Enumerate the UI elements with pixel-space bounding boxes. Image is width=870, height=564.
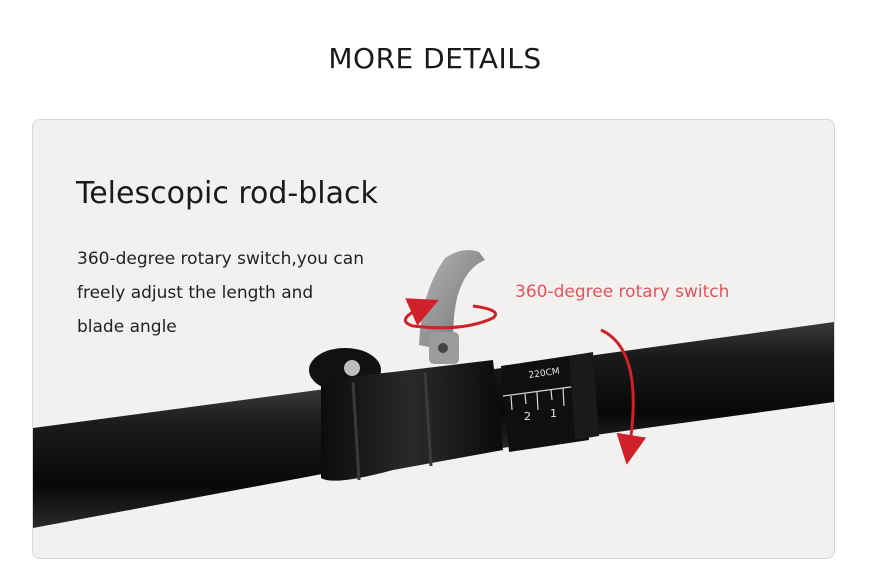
scale-label: 220CM <box>528 367 560 381</box>
product-title: Telescopic rod-black <box>76 176 378 211</box>
telescopic-rod-photo: 220CM 2 1 0 <box>33 250 834 528</box>
product-description: 360-degree rotary switch,you can freely … <box>77 242 364 344</box>
scale-band <box>501 354 589 452</box>
scale-number-2: 2 <box>524 410 531 423</box>
rotation-arrow-around-rod <box>600 328 647 465</box>
product-card: 220CM 2 1 0 Telescopic rod-black 360-deg… <box>32 119 835 559</box>
knob-screw <box>344 360 360 376</box>
description-line: 360-degree rotary switch,you can <box>77 249 364 269</box>
rotation-arrow-around-lever <box>403 298 497 330</box>
rod-shaft-left <box>33 388 333 528</box>
scale-number-1: 1 <box>550 407 557 420</box>
rod-clamp <box>321 360 503 481</box>
description-line: freely adjust the length and <box>77 283 314 303</box>
description-line: blade angle <box>77 317 177 337</box>
rotary-switch-callout: 360-degree rotary switch <box>515 282 730 302</box>
section-title: MORE DETAILS <box>328 42 542 75</box>
